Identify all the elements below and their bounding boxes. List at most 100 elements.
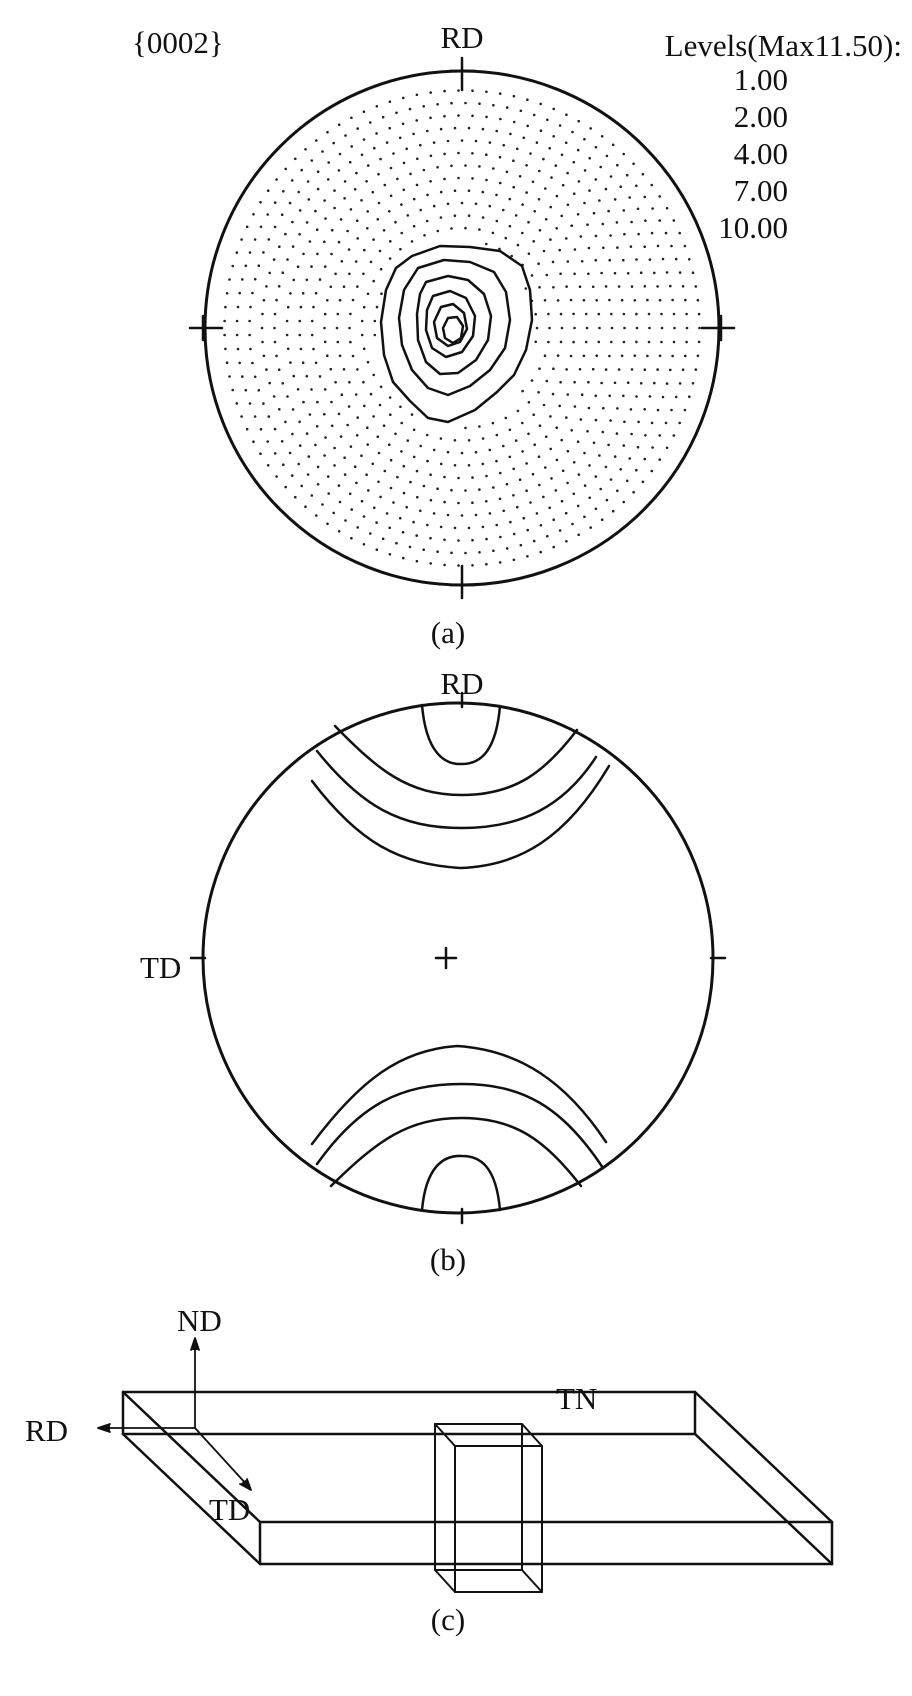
grid-dot	[343, 180, 347, 183]
grid-dot	[267, 238, 271, 241]
grid-dot	[330, 400, 333, 404]
grid-dot	[549, 238, 552, 241]
grid-dot	[443, 114, 446, 118]
grid-dot	[366, 210, 370, 213]
grid-dot	[467, 464, 471, 467]
grid-dot	[240, 415, 243, 418]
grid-dot	[429, 91, 433, 94]
grid-dot	[582, 354, 586, 358]
grid-dot	[471, 152, 474, 155]
grid-dot	[685, 340, 688, 344]
grid-dot	[656, 368, 659, 371]
grid-dot	[696, 298, 700, 302]
grid-dot	[277, 285, 281, 288]
grid-dot	[552, 286, 555, 289]
grid-dot	[323, 240, 326, 244]
grid-dot	[324, 217, 327, 220]
grid-dot	[241, 278, 244, 281]
grid-dot	[521, 231, 524, 235]
grid-dot	[510, 254, 513, 258]
grid-dot	[275, 298, 278, 302]
grid-dot	[425, 219, 429, 223]
grid-dot	[616, 489, 619, 493]
grid-dot	[683, 408, 687, 412]
grid-dot	[252, 440, 255, 444]
grid-dot	[471, 564, 474, 567]
grid-dot	[337, 123, 341, 126]
grid-dot	[560, 153, 564, 157]
grid-dot	[316, 252, 319, 256]
grid-dot	[307, 198, 311, 201]
grid-dot	[415, 559, 419, 563]
grid-dot	[554, 164, 558, 167]
grid-dot	[410, 240, 414, 243]
grid-dot	[339, 435, 343, 438]
grid-dot	[549, 415, 552, 418]
grid-dot	[453, 214, 457, 217]
grid-dot	[600, 135, 604, 138]
grid-dot	[502, 444, 505, 448]
grid-dot	[665, 382, 669, 385]
grid-dot	[617, 285, 621, 288]
grid-dot	[609, 478, 613, 481]
grid-dot	[323, 412, 326, 416]
grid-dot	[504, 236, 508, 240]
grid-dot	[499, 535, 502, 539]
grid-dot	[508, 197, 512, 201]
grid-dot	[355, 481, 358, 485]
grid-dot	[306, 180, 310, 183]
grid-dot	[613, 198, 617, 201]
grid-dot	[392, 501, 395, 504]
grid-dot	[289, 361, 292, 364]
grid-dot	[443, 475, 446, 479]
grid-dot	[453, 464, 457, 467]
grid-dot	[516, 505, 519, 509]
grid-dot	[333, 464, 336, 467]
grid-dot	[644, 434, 647, 437]
grid-dot	[505, 106, 509, 109]
grid-dot	[537, 262, 540, 266]
grid-dot	[400, 203, 403, 206]
grid-dot	[327, 492, 331, 495]
grid-dot	[346, 423, 349, 427]
grid-dot	[478, 425, 481, 428]
grid-dot	[478, 165, 481, 168]
grid-dot	[259, 225, 263, 229]
grid-dot	[401, 122, 405, 126]
grid-dot	[588, 156, 591, 160]
grid-dot	[381, 115, 385, 119]
grid-dot	[532, 539, 536, 543]
grid-dot	[260, 326, 264, 330]
grid-dot	[285, 333, 289, 337]
grid-dot	[551, 392, 555, 396]
caption-c: (c)	[431, 1602, 465, 1637]
grid-dot	[485, 500, 488, 503]
grid-dot	[524, 287, 528, 290]
grid-dot	[443, 152, 446, 156]
grid-dot	[529, 501, 532, 504]
grid-dot	[573, 405, 577, 408]
grid-dot	[600, 271, 603, 275]
grid-dot	[595, 354, 598, 358]
grid-dot	[669, 284, 672, 288]
grid-dot	[607, 209, 610, 213]
grid-dot	[591, 285, 595, 289]
grid-dot	[525, 489, 528, 493]
grid-dot	[338, 298, 342, 302]
grid-dot	[534, 340, 537, 344]
grid-dot	[648, 326, 651, 330]
grid-dot	[415, 469, 419, 473]
grid-dot	[630, 285, 634, 288]
grid-dot	[665, 446, 669, 450]
grid-dot	[617, 368, 621, 371]
grid-dot	[432, 448, 436, 452]
grid-dot	[446, 139, 450, 143]
grid-dot	[385, 141, 389, 144]
grid-dot	[252, 213, 255, 216]
grid-dot	[298, 319, 302, 323]
grid-dot	[350, 536, 353, 540]
grid-dot	[598, 454, 601, 457]
grid-dot	[415, 93, 419, 97]
grid-dot	[375, 105, 379, 108]
grid-dot	[636, 207, 640, 211]
